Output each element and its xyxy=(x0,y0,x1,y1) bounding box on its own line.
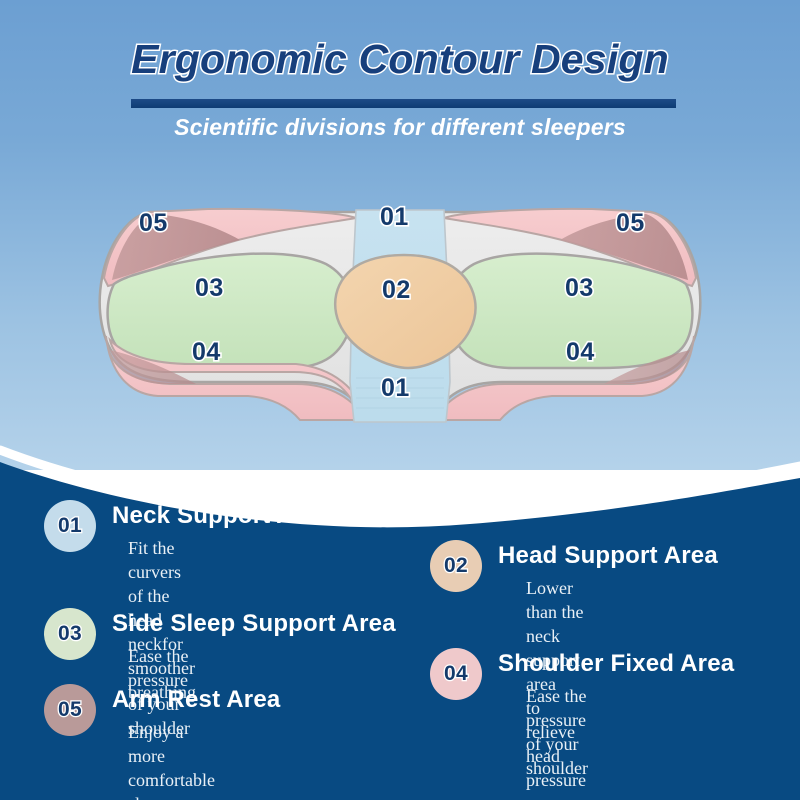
legend-title-02: Head Support Area xyxy=(498,542,718,569)
zone-number-head-center: 02 xyxy=(380,274,411,305)
fabric-texture xyxy=(356,377,444,409)
wave-divider-line xyxy=(0,445,800,522)
legend-title-03: Side Sleep Support Area xyxy=(112,610,396,637)
zone-number-arm-right: 05 xyxy=(614,207,645,238)
legend-title-05: Arm Rest Area xyxy=(112,686,281,713)
legend-badge-02: 02 xyxy=(430,540,482,592)
legend-description-01: Fit the curvers of the head neckfor smoo… xyxy=(128,538,196,702)
zone-number-arm-left: 05 xyxy=(137,207,168,238)
page-title: Ergonomic Contour Design xyxy=(130,35,671,84)
navy-panel xyxy=(0,462,800,800)
zone-number-shoulder-right: 04 xyxy=(564,336,595,367)
zone-head-cradle xyxy=(333,253,477,370)
legend-description-05: Enjoy a more comfortable sleep xyxy=(128,722,215,800)
legend-badge-03: 03 xyxy=(44,608,96,660)
legend-title-04: Shoulder Fixed Area xyxy=(498,650,735,677)
zone-number-side-right: 03 xyxy=(563,272,594,303)
zone-arm-rest-left-mesh xyxy=(112,214,240,280)
zone-shoulder-right-mesh xyxy=(604,350,690,384)
legend-badge-01: 01 xyxy=(44,500,96,552)
pillow-diagram: 01 02 01 05 05 03 03 04 04 xyxy=(88,182,712,430)
zone-number-side-left: 03 xyxy=(193,272,224,303)
zone-number-shoulder-left: 04 xyxy=(190,336,221,367)
page-subtitle: Scientific divisions for different sleep… xyxy=(174,114,626,140)
legend-description-04: Ease the pressure of your shoulder xyxy=(526,686,588,778)
legend-description-02: Lower than the neck support area to reli… xyxy=(526,578,586,790)
zone-arm-rest-right-mesh xyxy=(560,214,688,280)
legend-title-01: Neck Support Area xyxy=(112,502,331,529)
legend-badge-04: 04 xyxy=(430,648,482,700)
zone-side-sleep-left xyxy=(106,252,354,370)
zone-shoulder-left-mesh xyxy=(110,350,196,384)
zone-number-neck-bottom: 01 xyxy=(379,372,410,403)
title-underline-rule xyxy=(131,99,676,108)
legend-badge-05: 05 xyxy=(44,684,96,736)
legend-description-03: Ease the pressure of your shoulder xyxy=(128,646,190,738)
zone-number-neck-top: 01 xyxy=(378,201,409,232)
wave-divider-section xyxy=(0,420,800,800)
